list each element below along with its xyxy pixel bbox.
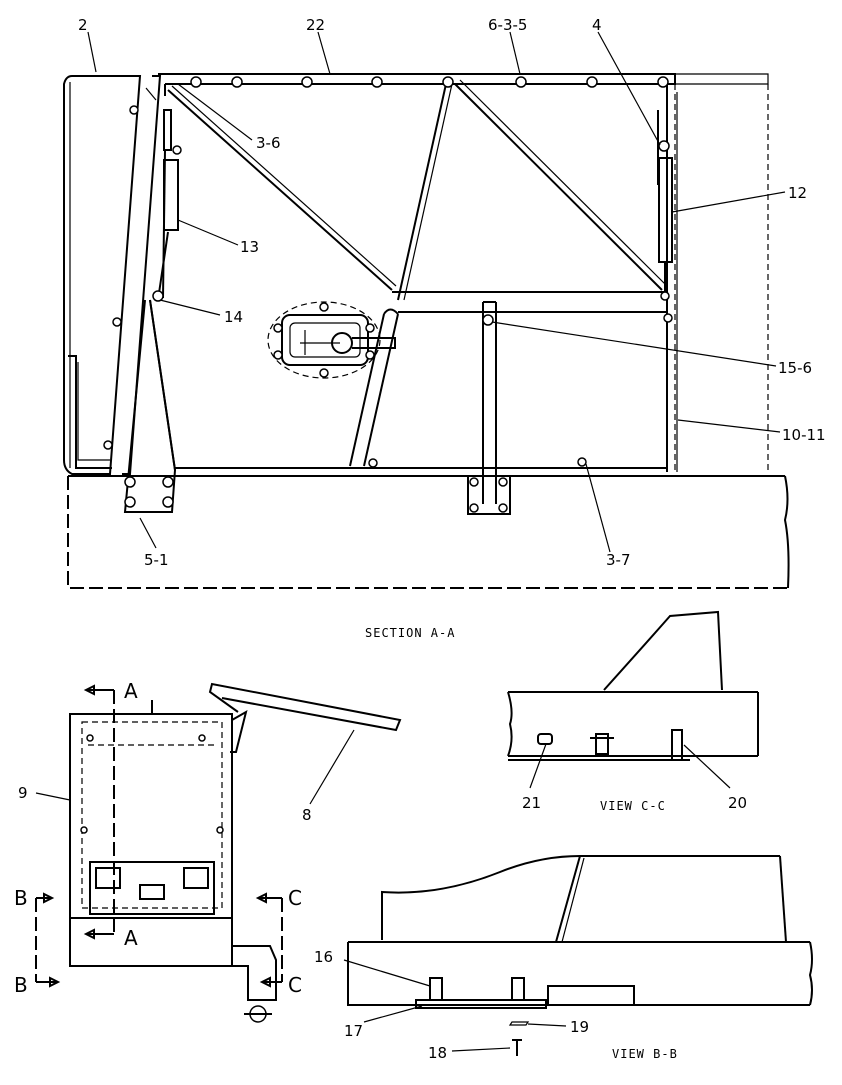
callout-9: 9 <box>18 784 28 802</box>
callout-16: 16 <box>314 948 333 966</box>
caption-section-aa: SECTION A-A <box>365 626 455 640</box>
callout-19: 19 <box>570 1018 589 1036</box>
callout-4: 4 <box>592 16 602 34</box>
view-bb-drawing: 16 17 18 19 <box>314 855 813 1062</box>
section-mark-a-bottom: A <box>124 926 138 950</box>
callout-17: 17 <box>344 1022 363 1040</box>
section-mark-b-top: B <box>14 886 28 910</box>
callout-13: 13 <box>240 238 259 256</box>
view-cc-drawing: 21 20 <box>507 610 759 812</box>
section-mark-c-top: C <box>288 886 302 910</box>
callout-10-11: 10-11 <box>782 426 826 444</box>
section-mark-a-top: A <box>124 679 138 703</box>
callout-22: 22 <box>306 16 325 34</box>
caption-view-bb: VIEW B-B <box>612 1047 678 1061</box>
callout-18: 18 <box>428 1044 447 1062</box>
callout-2: 2 <box>78 16 88 34</box>
callout-14: 14 <box>224 308 243 326</box>
callout-12: 12 <box>788 184 807 202</box>
section-mark-b-bottom: B <box>14 973 28 997</box>
section-aa-drawing: 2 22 6-3-5 4 3-6 12 13 14 15-6 10-11 5-1… <box>63 16 826 589</box>
door-panel <box>63 75 142 475</box>
callout-15-6: 15-6 <box>778 359 812 377</box>
side-view-drawing: 9 8 A A B B C C <box>14 679 402 1023</box>
callout-3-7: 3-7 <box>606 551 631 569</box>
callout-20: 20 <box>728 794 747 812</box>
section-mark-c-bottom: C <box>288 973 302 997</box>
callout-3-6: 3-6 <box>256 134 281 152</box>
callout-6-3-5: 6-3-5 <box>488 16 527 34</box>
callout-5-1: 5-1 <box>144 551 169 569</box>
caption-view-cc: VIEW C-C <box>600 799 666 813</box>
callout-8: 8 <box>302 806 312 824</box>
callout-21: 21 <box>522 794 541 812</box>
